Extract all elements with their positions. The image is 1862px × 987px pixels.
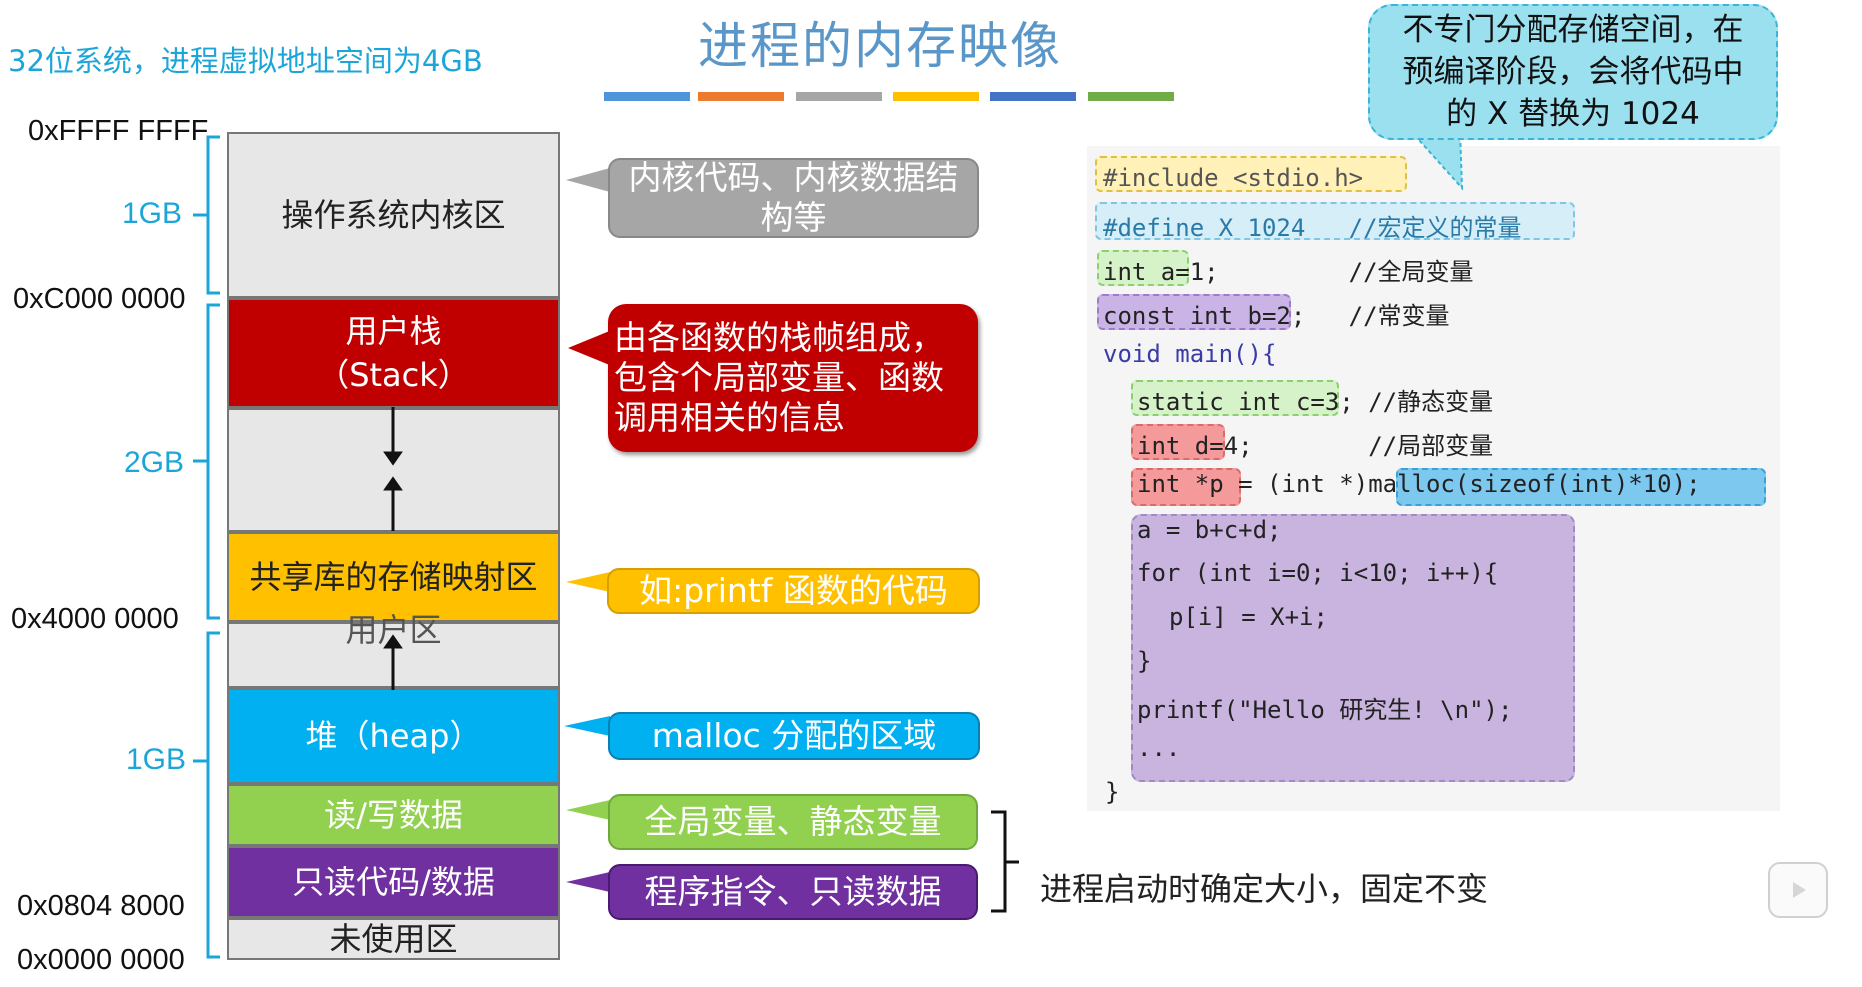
code-line-static-c: static int c=3; //静态变量 <box>1137 388 1494 416</box>
segment-rw-data: 读/写数据 <box>227 784 560 846</box>
color-bar-1 <box>604 92 690 101</box>
code-line-const-b: const int b=2; //常变量 <box>1103 302 1450 330</box>
highlight-int-a <box>1097 250 1189 286</box>
code-line-printf: printf("Hello 研究生! \n"); <box>1137 696 1513 724</box>
code-line-sum: a = b+c+d; <box>1137 516 1282 544</box>
segment-ro-code: 只读代码/数据 <box>227 846 560 918</box>
segment-heap-label: 堆（heap） <box>305 717 482 755</box>
subtitle: 32位系统，进程虚拟地址空间为4GB <box>8 44 483 78</box>
color-bar-4 <box>893 92 979 101</box>
code-line-ellipsis: ... <box>1137 734 1181 762</box>
segment-unused: 未使用区 <box>227 918 560 960</box>
page-title: 进程的内存映像 <box>698 17 1062 75</box>
segment-ro-code-label: 只读代码/数据 <box>292 863 495 901</box>
segment-kernel: 操作系统内核区 <box>227 132 560 298</box>
color-bar-2 <box>698 92 784 101</box>
play-icon <box>1793 882 1806 898</box>
highlight-int-d <box>1131 424 1225 460</box>
callout-stack: 由各函数的栈帧组成，包含个局部变量、函数调用相关的信息 <box>608 304 978 452</box>
callout-kernel: 内核代码、内核数据结构等 <box>608 158 979 238</box>
highlight-malloc <box>1396 468 1766 506</box>
callout-kernel-text: 内核代码、内核数据结构等 <box>628 158 959 237</box>
color-bar-3 <box>796 92 882 101</box>
address-40000000: 0x4000 0000 <box>11 603 179 635</box>
fixed-size-note: 进程启动时确定大小，固定不变 <box>1040 870 1489 908</box>
code-line-include: #include <stdio.h> <box>1103 164 1364 192</box>
callout-ro: 程序指令、只读数据 <box>608 864 978 920</box>
callout-stack-text: 由各函数的栈帧组成，包含个局部变量、函数调用相关的信息 <box>614 318 944 437</box>
code-line-main: void main(){ <box>1103 340 1277 368</box>
address-00000000: 0x0000 0000 <box>17 944 185 976</box>
code-line-define: #define X 1024 //宏定义的常量 <box>1103 214 1522 242</box>
size-label-low: 1GB <box>126 743 187 776</box>
highlight-const-b <box>1097 294 1291 330</box>
highlight-main-body <box>1131 514 1575 782</box>
callout-shared-text: 如:printf 函数的代码 <box>639 571 948 610</box>
color-bar-5 <box>990 92 1076 101</box>
segment-shared-lib: 共享库的存储映射区 <box>227 532 560 622</box>
highlight-static-c <box>1131 380 1339 416</box>
code-line-for: for (int i=0; i<10; i++){ <box>1137 559 1499 587</box>
callout-rw: 全局变量、静态变量 <box>608 794 978 850</box>
segment-heap: 堆（heap） <box>227 688 560 784</box>
segment-stack-sublabel: （Stack） <box>317 356 470 394</box>
callout-ro-tail <box>566 872 610 892</box>
callout-heap: malloc 分配的区域 <box>608 712 980 760</box>
define-note-tail <box>1408 130 1464 191</box>
segment-stack-label: 用户栈 <box>345 312 442 350</box>
code-line-local-d: int d=4; //局部变量 <box>1137 432 1494 460</box>
size-label-middle: 2GB <box>124 446 185 479</box>
callout-heap-text: malloc 分配的区域 <box>651 716 937 755</box>
callout-shared-tail <box>566 572 610 592</box>
code-line-global-a: int a=1; //全局变量 <box>1103 258 1474 286</box>
growth-arrows <box>383 407 403 690</box>
code-line-pointer-p: int *p = (int *)malloc(sizeof(int)*10); <box>1137 470 1701 498</box>
highlight-include <box>1095 156 1407 192</box>
address-08048000: 0x0804 8000 <box>17 890 185 922</box>
play-button[interactable] <box>1768 862 1828 918</box>
callout-ro-text: 程序指令、只读数据 <box>644 872 942 911</box>
callout-shared: 如:printf 函数的代码 <box>607 568 980 614</box>
callout-stack-tail <box>568 330 612 366</box>
fixed-bracket <box>991 810 1019 913</box>
segment-rw-data-label: 读/写数据 <box>324 796 463 834</box>
highlight-define <box>1095 202 1575 240</box>
code-line-main-close: } <box>1105 778 1120 806</box>
code-line-assign: p[i] = X+i; <box>1169 603 1328 631</box>
callout-rw-tail <box>566 800 610 820</box>
size-label-kernel: 1GB <box>122 197 183 230</box>
segment-stack: 用户栈 （Stack） <box>227 298 560 408</box>
define-note-text: 不专门分配存储空间，在预编译阶段，会将代码中的 X 替换为 1024 <box>1402 12 1744 132</box>
address-ffffffff: 0xFFFF FFFF <box>28 115 209 147</box>
callout-heap-tail <box>564 716 610 736</box>
color-bar-6 <box>1088 92 1174 101</box>
segment-kernel-label: 操作系统内核区 <box>281 196 506 234</box>
callout-rw-text: 全局变量、静态变量 <box>644 802 942 841</box>
code-line-for-close: } <box>1137 647 1152 675</box>
segment-unused-label: 未使用区 <box>329 920 458 958</box>
callout-kernel-tail <box>566 168 610 192</box>
define-note: 不专门分配存储空间，在预编译阶段，会将代码中的 X 替换为 1024 <box>1368 4 1778 140</box>
segment-shared-lib-label: 共享库的存储映射区 <box>249 558 538 596</box>
address-c0000000: 0xC000 0000 <box>13 283 186 315</box>
highlight-int-p <box>1131 468 1241 506</box>
address-brackets <box>193 135 220 959</box>
